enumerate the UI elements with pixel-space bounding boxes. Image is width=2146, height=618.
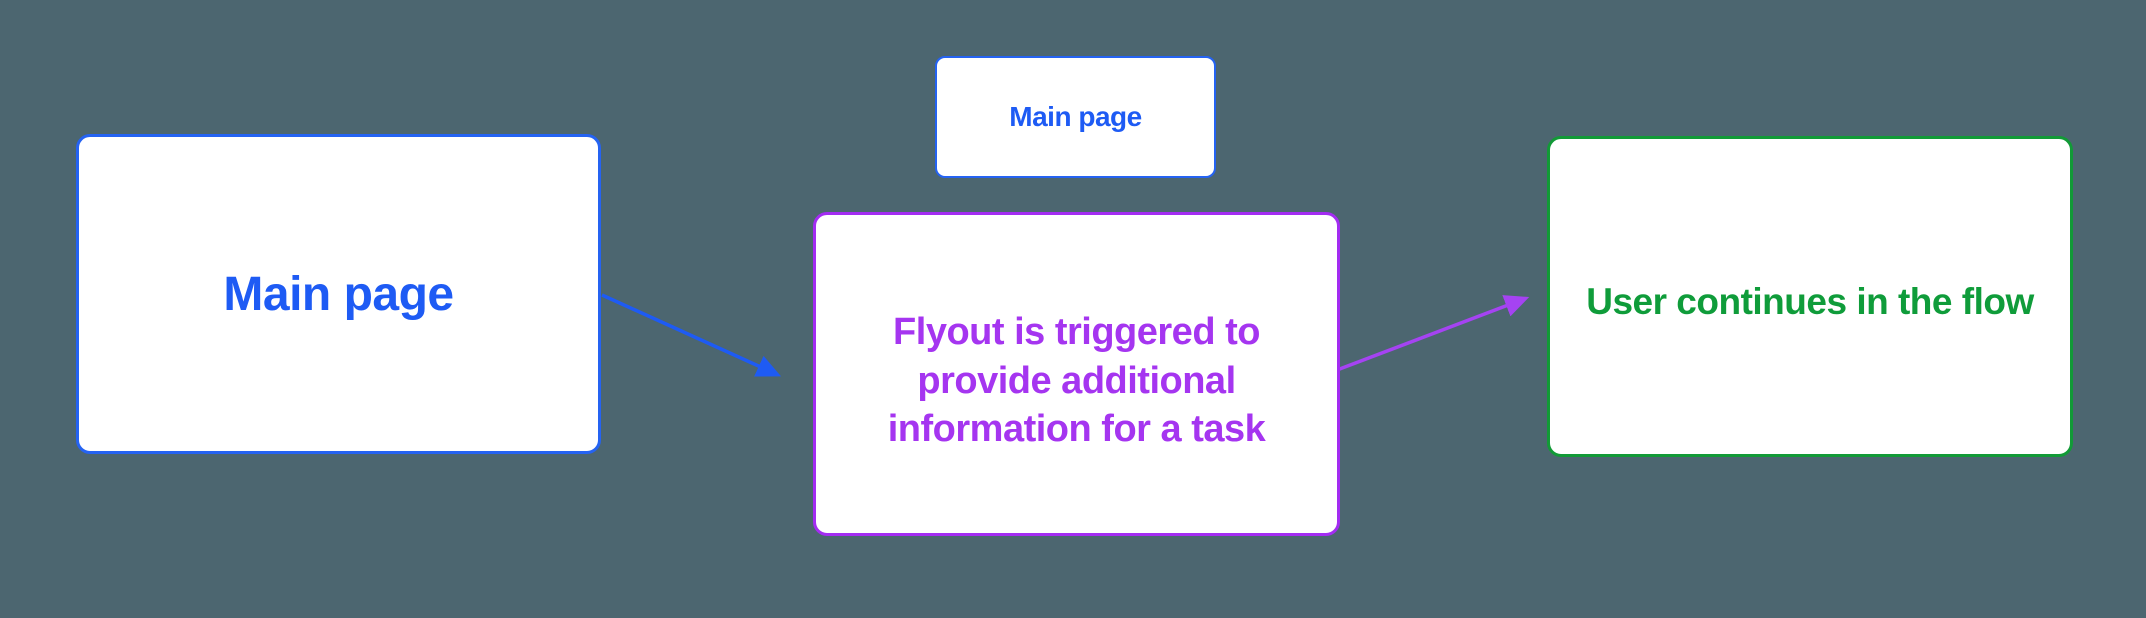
node-main-page-small[interactable]: Main page bbox=[935, 56, 1216, 178]
node-user-continues[interactable]: User continues in the flow bbox=[1547, 136, 2073, 457]
node-main-page-small-label: Main page bbox=[1009, 101, 1142, 132]
node-main-page-label: Main page bbox=[223, 267, 454, 321]
node-main-page[interactable]: Main page bbox=[76, 134, 601, 454]
node-flyout-label: Flyout is triggered to provide additiona… bbox=[887, 311, 1266, 451]
arrow-flyout-to-continue-icon[interactable] bbox=[1336, 295, 1530, 372]
node-flyout[interactable]: Flyout is triggered to provide additiona… bbox=[813, 212, 1340, 536]
node-user-continues-label: User continues in the flow bbox=[1586, 280, 2034, 322]
arrow-main-to-flyout-icon[interactable] bbox=[601, 293, 782, 377]
